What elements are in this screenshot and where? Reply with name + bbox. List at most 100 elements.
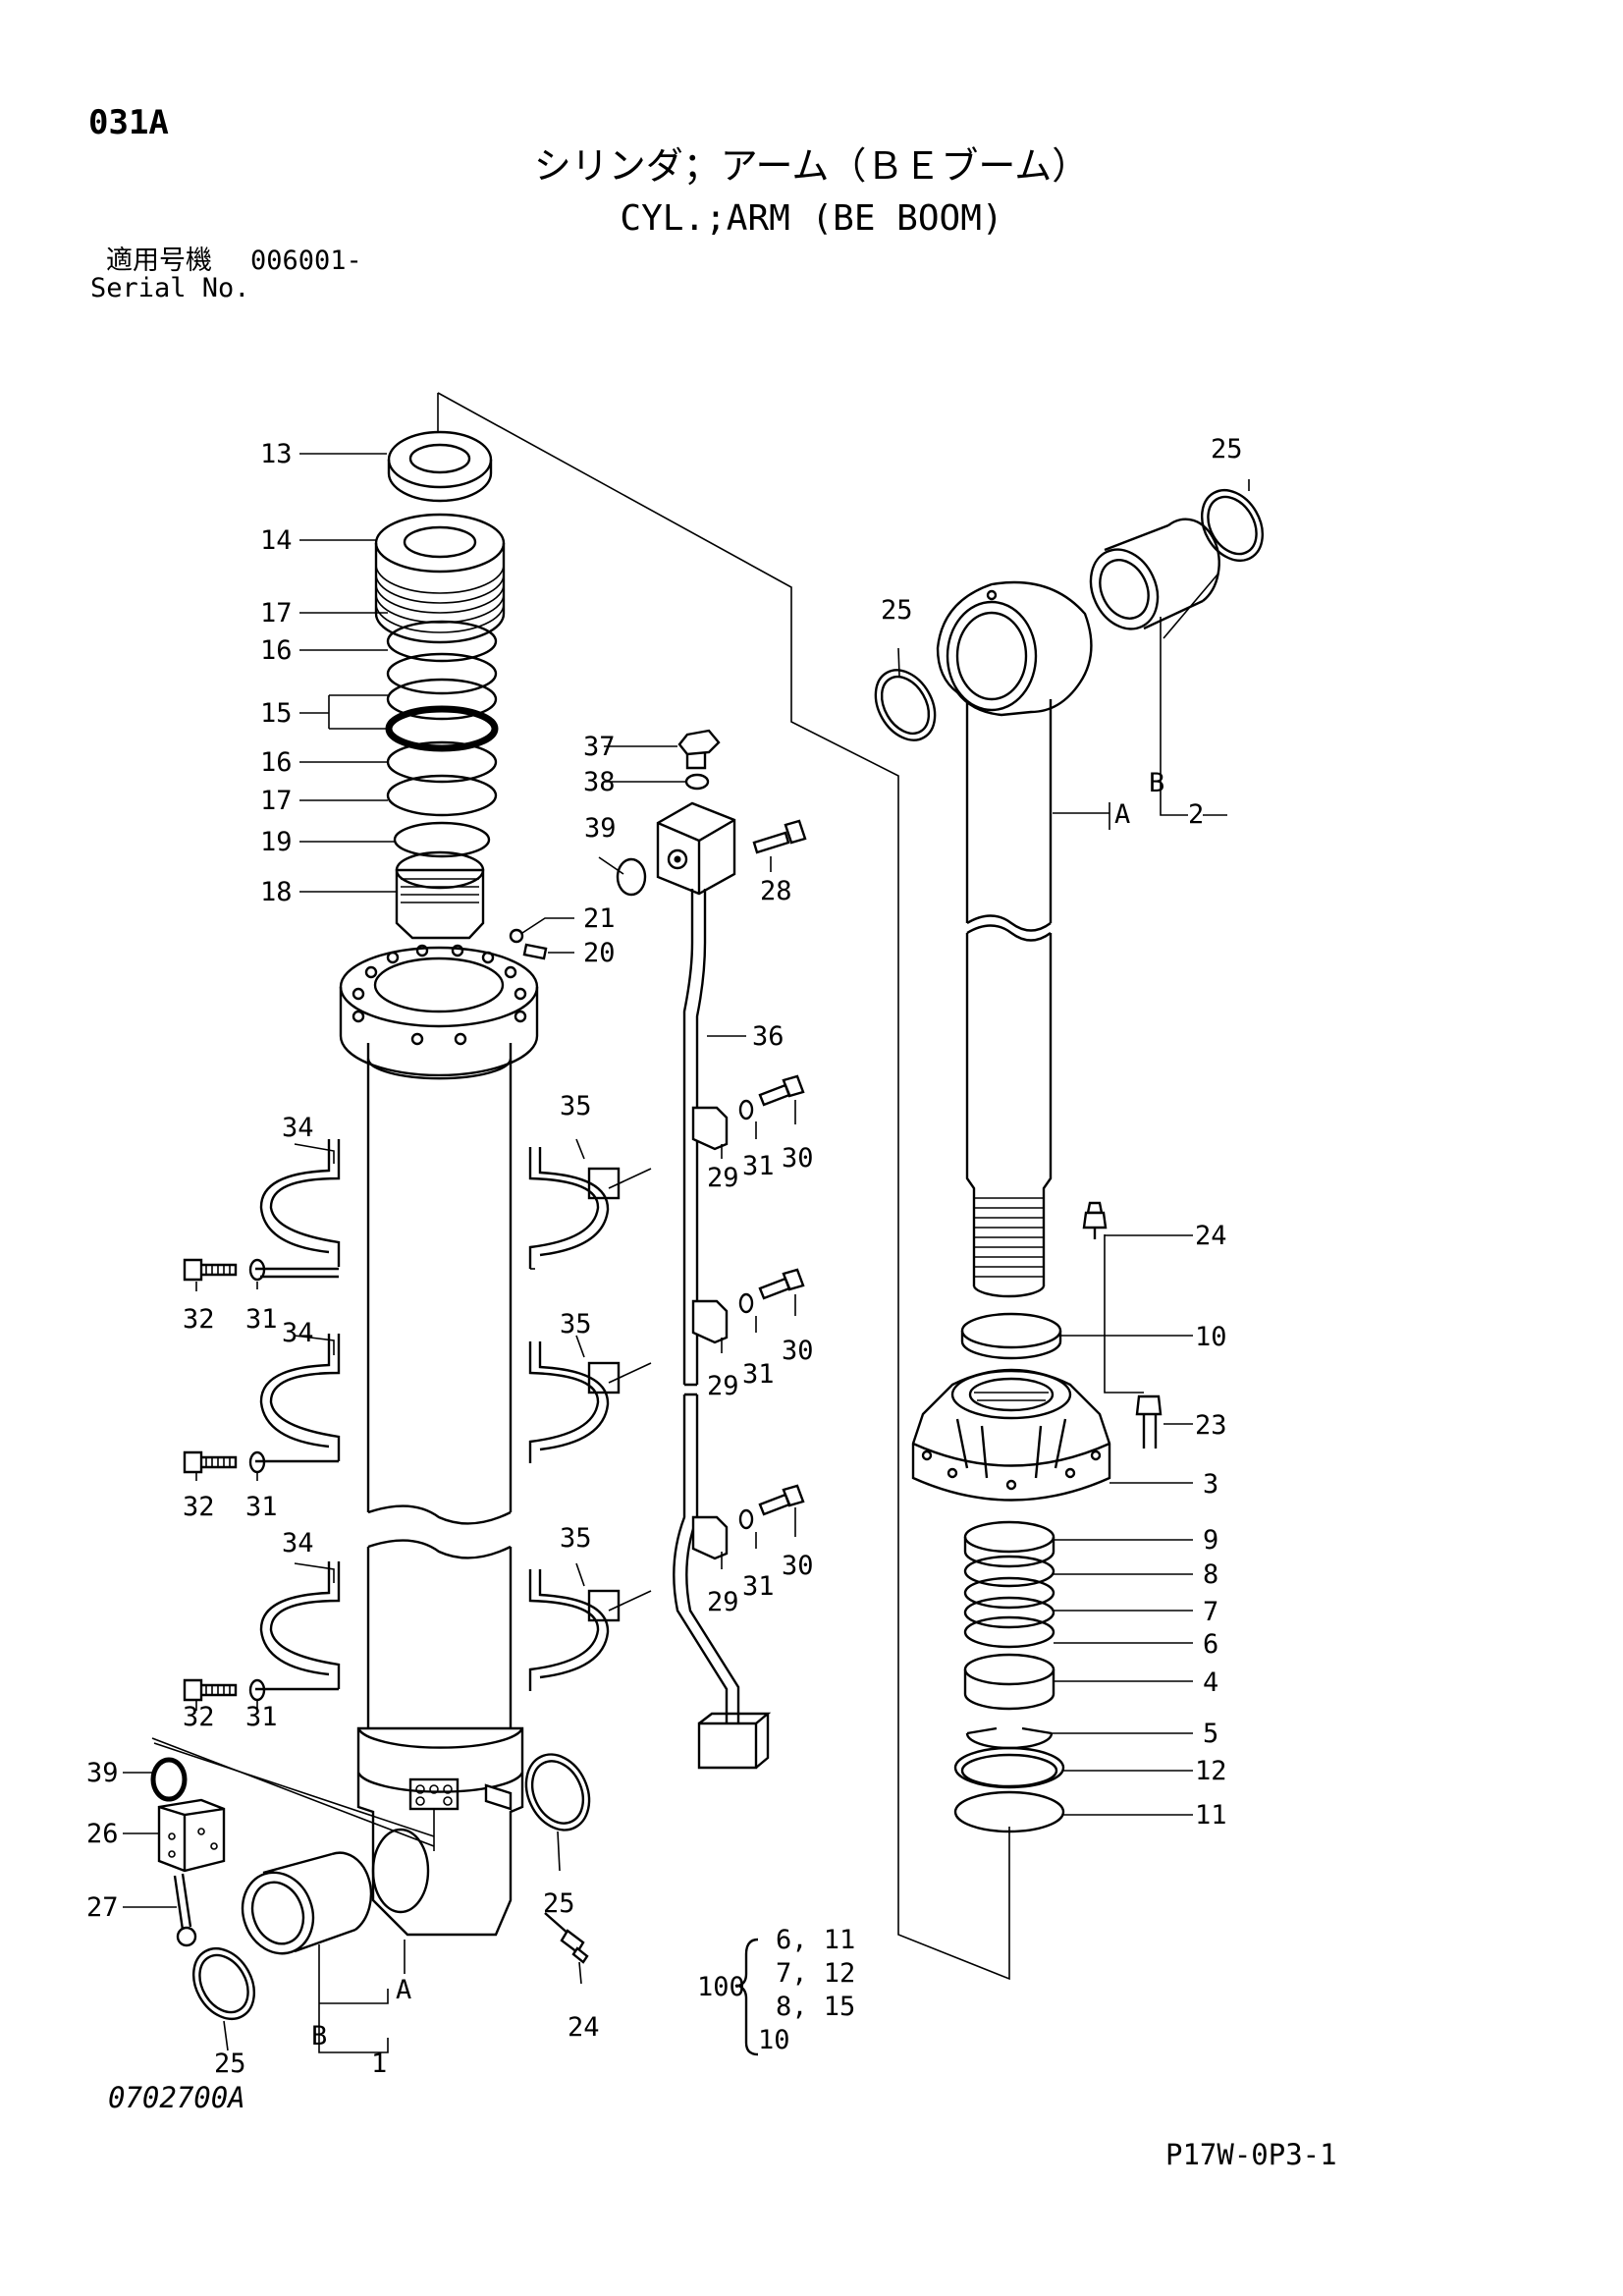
callout-19: 19 [260, 827, 293, 857]
callout-25-upper-left: 25 [881, 595, 913, 626]
callout-3: 3 [1203, 1469, 1218, 1500]
callout-29-c: 29 [707, 1587, 739, 1617]
kit-100-brace [733, 1938, 759, 2056]
callout-31-c: 31 [742, 1359, 775, 1390]
callout-31-b: 31 [245, 1304, 278, 1335]
part-21-ball [509, 928, 524, 944]
callout-25-lower-left: 25 [214, 2049, 246, 2079]
callout-23: 23 [1195, 1410, 1227, 1441]
callout-35-c: 35 [560, 1523, 592, 1554]
callout-30-a: 30 [782, 1143, 814, 1174]
part-10-seal [960, 1312, 1062, 1360]
callout-9: 9 [1203, 1525, 1218, 1556]
cylinder-tube-lower [356, 1539, 524, 1937]
part-13-wiper-ring [387, 430, 493, 503]
callout-26: 26 [86, 1819, 119, 1849]
callout-12: 12 [1195, 1756, 1227, 1786]
callout-34-c: 34 [282, 1528, 314, 1558]
part-18-gland-nut [395, 850, 485, 940]
callout-29-a: 29 [707, 1163, 739, 1193]
callout-31-f: 31 [245, 1702, 278, 1732]
callout-2: 2 [1188, 799, 1204, 830]
part-27-bolt [173, 1873, 197, 1947]
callout-21: 21 [583, 903, 616, 934]
figure-code: 0702700A [108, 2081, 245, 2114]
leader-lines [123, 392, 1250, 2053]
ref-a-upper: A [1114, 799, 1130, 830]
cylinder-tube-upper [339, 944, 539, 1525]
callout-13: 13 [260, 439, 293, 469]
callout-28: 28 [760, 876, 792, 906]
callout-31-a: 31 [742, 1151, 775, 1181]
callout-1: 1 [371, 2049, 387, 2079]
callout-16-upper: 16 [260, 635, 293, 666]
callout-27: 27 [86, 1892, 119, 1923]
ref-a-lower: A [396, 1975, 411, 2005]
head-seal-stack [385, 620, 499, 858]
callout-10: 10 [1195, 1322, 1227, 1352]
callout-14: 14 [260, 525, 293, 556]
part-26-block [157, 1798, 226, 1873]
rod-lower [965, 924, 1053, 1298]
clamp-set-1 [183, 1139, 621, 1282]
callout-17-upper: 17 [260, 598, 293, 629]
callout-31-e: 31 [742, 1571, 775, 1602]
callout-39-upper: 39 [584, 813, 617, 844]
clamp-set-2 [183, 1334, 621, 1474]
part-25-dust-seal-lower-left [191, 1947, 256, 2020]
callout-6: 6 [1203, 1629, 1218, 1660]
serial-label-english: Serial No. [90, 273, 250, 303]
part-39-o-ring-lower [150, 1757, 188, 1802]
page-code: 031A [88, 103, 169, 142]
part-25-dust-seal-center [524, 1753, 591, 1831]
kit-100-line-1: 6, 11 [776, 1925, 855, 1955]
kit-100-number: 100 [697, 1972, 745, 2002]
part-39-o-ring-upper [616, 857, 647, 897]
callout-35-b: 35 [560, 1309, 592, 1339]
part-24-grease-fitting-upper [1082, 1201, 1108, 1239]
callout-39-lower: 39 [86, 1758, 119, 1788]
callout-16-lower: 16 [260, 747, 293, 778]
callout-34-a: 34 [282, 1113, 314, 1143]
callout-24-upper: 24 [1195, 1221, 1227, 1251]
part-24-grease-fitting-lower [544, 1912, 589, 1964]
callout-18: 18 [260, 877, 293, 907]
kit-100-line-2: 7, 12 [776, 1958, 855, 1989]
ref-b-lower: B [311, 2021, 327, 2051]
title-english: CYL.;ARM (BE BOOM) [620, 198, 1003, 239]
callout-25-upper-right: 25 [1211, 434, 1243, 465]
callout-30-c: 30 [782, 1551, 814, 1581]
part-23-bolt [1135, 1394, 1163, 1449]
title-japanese: シリンダ；アーム（ＢＥブーム） [533, 144, 1090, 188]
part-37-plug [677, 729, 721, 770]
callout-34-b: 34 [282, 1318, 314, 1348]
callout-38: 38 [583, 767, 616, 797]
callout-29-b: 29 [707, 1371, 739, 1401]
part-25-dust-seal-upper-left [874, 669, 937, 741]
callout-24-lower: 24 [568, 2012, 600, 2043]
page-id: P17W-0P3-1 [1165, 2138, 1337, 2171]
part-38-o-ring [684, 773, 710, 791]
rod-upper [965, 699, 1053, 932]
callout-32-b: 32 [183, 1492, 215, 1522]
part-20-set-screw [522, 943, 548, 960]
part-14-cylinder-head [374, 513, 506, 644]
callout-31-d: 31 [245, 1492, 278, 1522]
callout-5: 5 [1203, 1719, 1218, 1749]
clamp-set-3 [183, 1561, 621, 1702]
callout-32-c: 32 [183, 1702, 215, 1732]
piston-seal-stack [953, 1520, 1065, 1833]
part-3-piston-head [911, 1368, 1111, 1502]
pipe-block [656, 801, 736, 896]
callout-37: 37 [583, 732, 616, 762]
callout-17-lower: 17 [260, 786, 293, 816]
callout-7: 7 [1203, 1597, 1218, 1627]
callout-20: 20 [583, 938, 616, 968]
callout-8: 8 [1203, 1559, 1218, 1590]
bushing-upper-right [1089, 518, 1220, 630]
callout-36: 36 [752, 1021, 784, 1052]
callout-labels: 13 14 17 16 15 16 17 19 18 21 20 37 38 3… [86, 434, 1243, 2079]
callout-4: 4 [1203, 1667, 1218, 1698]
rod-eye [936, 580, 1093, 717]
